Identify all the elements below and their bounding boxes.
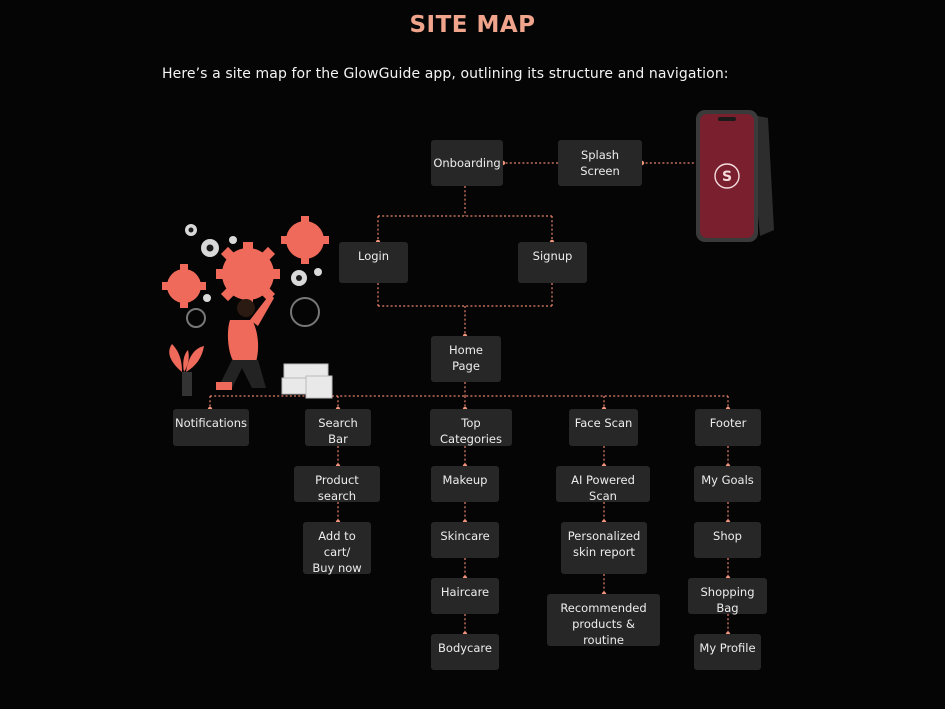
page-title: SITE MAP (409, 12, 536, 38)
node-bodycare: Bodycare (431, 634, 499, 670)
phone-mockup-icon: S (696, 110, 774, 242)
person-with-gears-icon (162, 216, 333, 399)
node-signup: Signup (518, 242, 587, 283)
node-onboarding: Onboarding (431, 140, 503, 186)
node-ai-powered-scan: AI Powered Scan (556, 466, 650, 503)
node-login: Login (339, 242, 408, 283)
svg-text:S: S (722, 169, 732, 185)
node-skincare: Skincare (431, 522, 499, 558)
node-notifications: Notifications (173, 409, 249, 446)
node-product-search: Product search (294, 466, 380, 503)
node-top-categories: Top Categories (430, 409, 512, 446)
node-personalized-skin-report: Personalized skin report (561, 522, 647, 574)
node-face-scan: Face Scan (569, 409, 638, 446)
node-my-profile: My Profile (694, 634, 761, 670)
intro-text: Here’s a site map for the GlowGuide app,… (162, 66, 729, 82)
node-add-to-cart: Add to cart/ Buy now (303, 522, 371, 575)
node-home-page: Home Page (431, 336, 501, 382)
node-my-goals: My Goals (694, 466, 761, 502)
node-shop: Shop (694, 522, 761, 558)
node-footer: Footer (695, 409, 761, 446)
node-haircare: Haircare (431, 578, 499, 614)
node-makeup: Makeup (431, 466, 499, 502)
node-recommended-products: Recommended products & routine (547, 594, 660, 647)
node-shopping-bag: Shopping Bag (688, 578, 767, 615)
node-search-bar: Search Bar (305, 409, 371, 446)
node-splash-screen: Splash Screen (558, 140, 642, 186)
